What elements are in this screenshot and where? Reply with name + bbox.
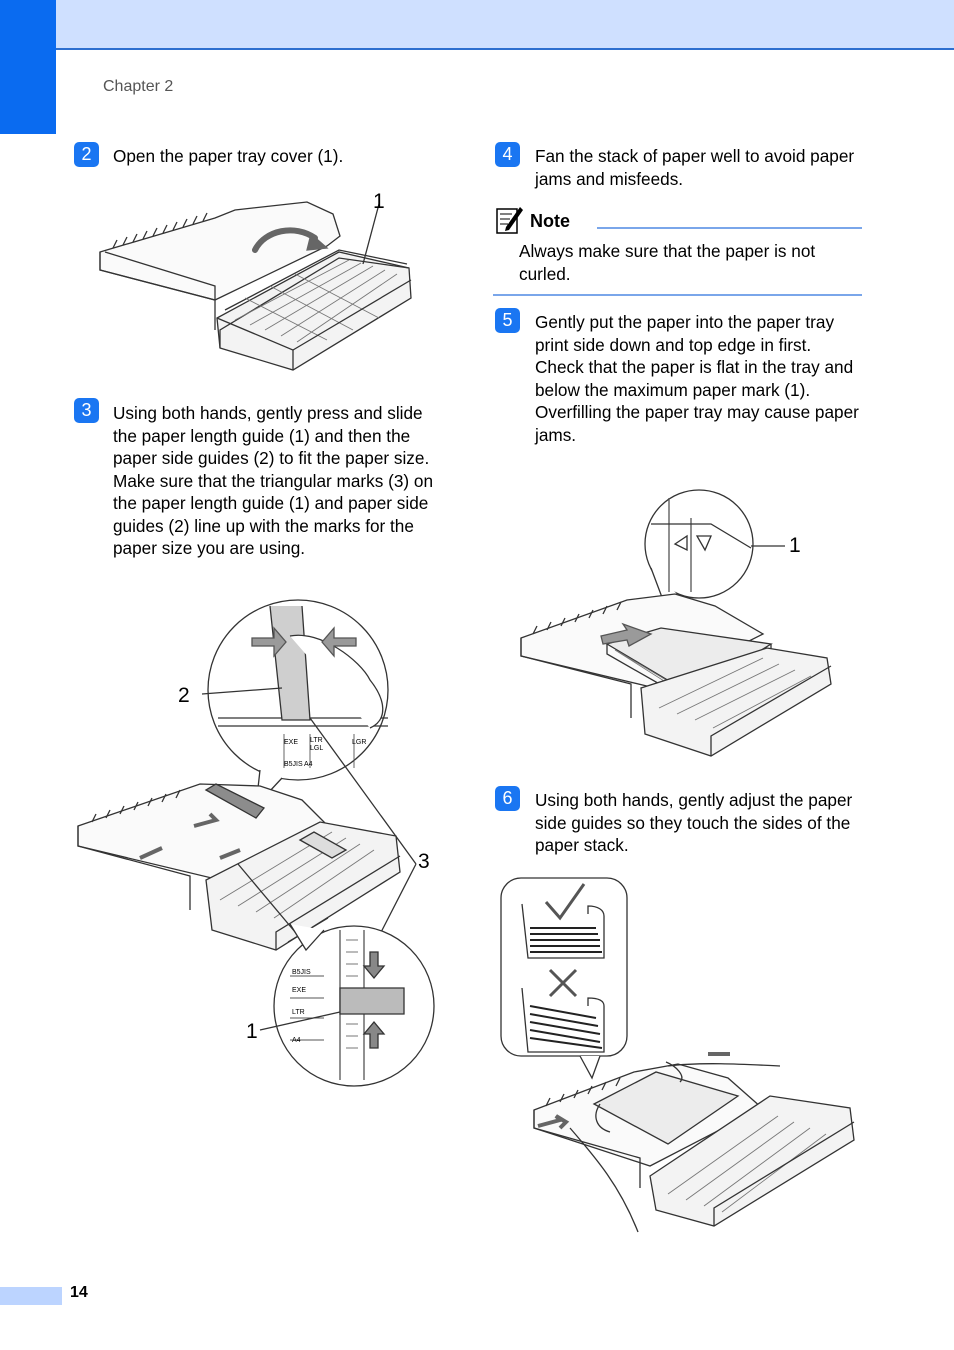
step-6-badge: 6 — [495, 786, 520, 811]
fig-step3-callout-3: 3 — [418, 850, 430, 873]
step-4-badge: 4 — [495, 142, 520, 167]
page-number: 14 — [70, 1284, 88, 1301]
step-4-text: Fan the stack of paper well to avoid pap… — [535, 146, 855, 189]
chapter-tab — [0, 0, 56, 134]
fig-step3-callout-2: 2 — [178, 684, 190, 707]
fig-step3-lower-mark-b5jis: B5JIS — [292, 969, 311, 976]
fig-step3-callout-1: 1 — [246, 1020, 258, 1043]
fig-step3-upper-mark-b5jis: B5JIS — [284, 761, 303, 768]
figure-adjust-guides: EXE LTR LGL LGR B5JIS A4 B5JIS EXE LTR A — [77, 599, 435, 1087]
step-3-badge: 3 — [74, 398, 99, 423]
fig-step3-upper-mark-a4: A4 — [304, 761, 313, 768]
fig-step3-upper-mark-lgl: LGL — [310, 745, 323, 752]
step-5-text: Gently put the paper into the paper tray… — [535, 312, 859, 445]
fig-step2-callout-1: 1 — [373, 190, 385, 213]
step-6-text: Using both hands, gently adjust the pape… — [535, 790, 853, 855]
fig-step3-upper-mark-lgr: LGR — [352, 739, 366, 746]
fig-step3-upper-mark-ltr: LTR — [310, 737, 323, 744]
footer-band — [0, 1287, 62, 1305]
fig-step3-upper-mark-exe: EXE — [284, 739, 298, 746]
note-rule-bottom — [493, 294, 862, 296]
chapter-label: Chapter 2 — [103, 78, 174, 95]
fig-step3-lower-mark-exe: EXE — [292, 987, 306, 994]
step-5-badge: 5 — [495, 308, 520, 333]
fig-step5-callout-1: 1 — [789, 534, 801, 557]
note-title: Note — [530, 211, 570, 231]
step-2-text: Open the paper tray cover (1). — [113, 146, 344, 166]
header-band — [0, 0, 954, 50]
note-text: Always make sure that the paper is not c… — [519, 241, 816, 284]
fig-step3-lower-mark-a4: A4 — [292, 1037, 301, 1044]
step-2-badge: 2 — [74, 142, 99, 167]
figure-adjust-side-guides — [500, 877, 855, 1233]
figure-open-tray-cover: 1 — [99, 190, 412, 371]
fig-step3-lower-mark-ltr: LTR — [292, 1009, 305, 1016]
step-3-text: Using both hands, gently press and slide… — [113, 403, 434, 558]
note-rule-top — [597, 227, 862, 229]
figure-load-paper: 1 — [520, 489, 832, 757]
note-pencil-icon — [496, 207, 523, 234]
